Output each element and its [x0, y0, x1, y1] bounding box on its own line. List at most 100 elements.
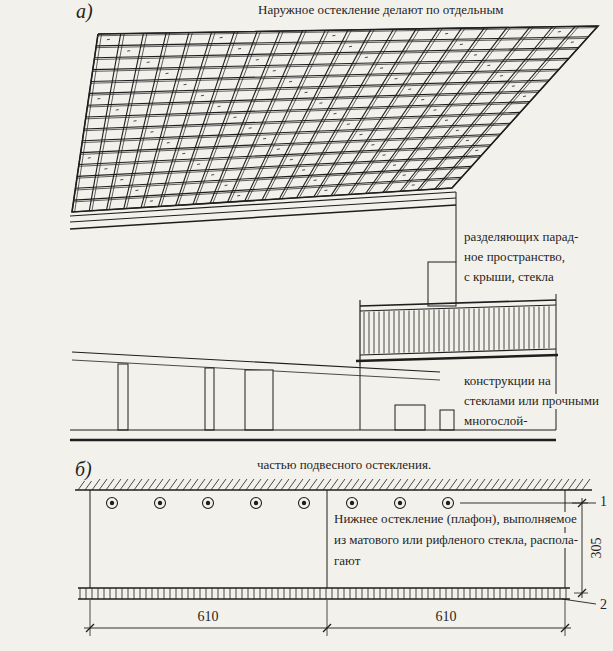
glass-mark: [135, 190, 138, 192]
slab-hatch: [120, 479, 128, 490]
dimension-tick: [578, 589, 586, 597]
extension-line: [327, 600, 328, 636]
glass-mark: [120, 179, 123, 181]
slab-hatch: [421, 479, 429, 490]
glass-mark: [408, 88, 411, 90]
glass-pane: [386, 588, 387, 599]
glass-pane: [152, 588, 153, 599]
glass-pane: [266, 588, 267, 599]
glass-pane: [464, 588, 465, 599]
baluster: [509, 307, 510, 349]
baluster: [394, 311, 395, 353]
grid-rib: [89, 80, 549, 93]
glass-pane: [428, 588, 429, 599]
slab-hatch: [197, 479, 205, 490]
glass-pane: [410, 588, 411, 599]
glass-pane: [422, 588, 423, 599]
glass-pane: [284, 588, 285, 599]
glass-pane: [104, 588, 105, 599]
glass-pane: [524, 588, 525, 599]
glass-pane: [278, 588, 279, 599]
glass-mark: [558, 31, 561, 33]
glass-mark: [371, 144, 374, 146]
slab-hatch: [400, 479, 408, 490]
glass-pane: [86, 588, 87, 599]
cornice-line: [70, 205, 456, 229]
balcony: [356, 294, 558, 430]
slab-hatch: [463, 479, 471, 490]
glass-mark: [314, 179, 317, 181]
hanger: [327, 490, 328, 588]
slab-hatch: [323, 479, 331, 490]
glass-pane: [158, 588, 159, 599]
glass-pane: [302, 588, 303, 599]
baluster: [419, 310, 420, 352]
glass-mark: [421, 99, 424, 101]
slab-hatch: [484, 479, 492, 490]
glass-pane: [272, 588, 273, 599]
baluster: [444, 309, 445, 351]
baluster: [469, 309, 470, 351]
grid-rib: [75, 168, 470, 190]
handrail: [360, 300, 556, 306]
slab-hatch: [526, 479, 534, 490]
glass-pane: [254, 588, 255, 599]
lamp: [203, 498, 214, 509]
slab-hatch: [141, 479, 149, 490]
slab-hatch: [449, 479, 457, 490]
glass-pane: [260, 588, 261, 599]
glass-pane: [488, 588, 489, 599]
grid-rib: [124, 33, 166, 209]
callout-number: 1: [598, 494, 609, 510]
glass-pane: [110, 588, 111, 599]
block: [395, 405, 425, 430]
baluster: [389, 311, 390, 353]
glass-pane: [536, 588, 537, 599]
grid-rib: [77, 157, 480, 178]
baluster: [459, 309, 460, 351]
glass-pane: [140, 588, 141, 599]
glass-mark: [460, 44, 463, 46]
baluster: [464, 309, 465, 351]
glass-mark: [302, 169, 305, 171]
figure-label: б): [73, 458, 94, 481]
balcony-edge: [359, 300, 360, 366]
glass-pane: [560, 588, 561, 599]
glass-mark: [393, 164, 396, 166]
glass-pane: [332, 588, 333, 599]
ceiling-outline: [72, 26, 598, 212]
lamp-core: [398, 501, 402, 505]
glass-pane: [248, 588, 249, 599]
body-text: из матового или рифленого стекла, распол…: [332, 533, 580, 548]
lamp-core: [302, 501, 306, 505]
glass-pane: [434, 588, 435, 599]
glass-mark: [487, 65, 490, 67]
column: [118, 364, 128, 430]
glass-pane: [404, 588, 405, 599]
glass-mark: [512, 85, 515, 87]
glass-pane: [176, 588, 177, 599]
glass-pane: [494, 588, 495, 599]
baluster: [414, 310, 415, 352]
glass-mark: [289, 81, 292, 83]
baluster: [494, 308, 495, 350]
baluster: [524, 307, 525, 349]
glass-pane: [512, 588, 513, 599]
wall-pier: [428, 262, 456, 306]
column: [205, 368, 214, 430]
glass-pane: [554, 588, 555, 599]
glass-mark: [474, 54, 477, 56]
glass-pane: [290, 588, 291, 599]
lamp: [107, 498, 118, 509]
glass-pane: [164, 588, 165, 599]
slab-hatch: [498, 479, 506, 490]
slab-hatch: [260, 479, 268, 490]
glass-mark: [349, 46, 352, 48]
glass-pane: [296, 588, 297, 599]
lamp-core: [206, 501, 210, 505]
slab-hatch: [309, 479, 317, 490]
grid-rib: [84, 112, 520, 129]
slab-hatch: [316, 479, 324, 490]
glass-mark: [403, 174, 406, 176]
glass-pane: [128, 588, 129, 599]
